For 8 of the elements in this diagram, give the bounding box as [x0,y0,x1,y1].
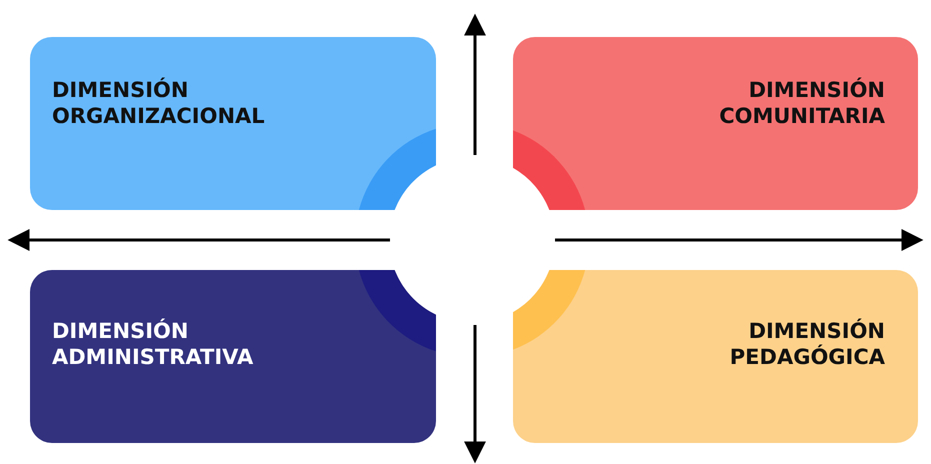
quadrant-card [30,37,436,210]
quadrant-card [30,270,436,443]
quadrant-card [513,37,918,210]
quadrant-title: DIMENSIÓN ORGANIZACIONAL [52,77,265,129]
quadrant-title: DIMENSIÓN ADMINISTRATIVA [52,318,254,370]
quadrant-title: DIMENSIÓN COMUNITARIA [719,77,885,129]
quadrant-card [513,270,918,443]
quadrant-title: DIMENSIÓN PEDAGÓGICA [730,318,885,370]
